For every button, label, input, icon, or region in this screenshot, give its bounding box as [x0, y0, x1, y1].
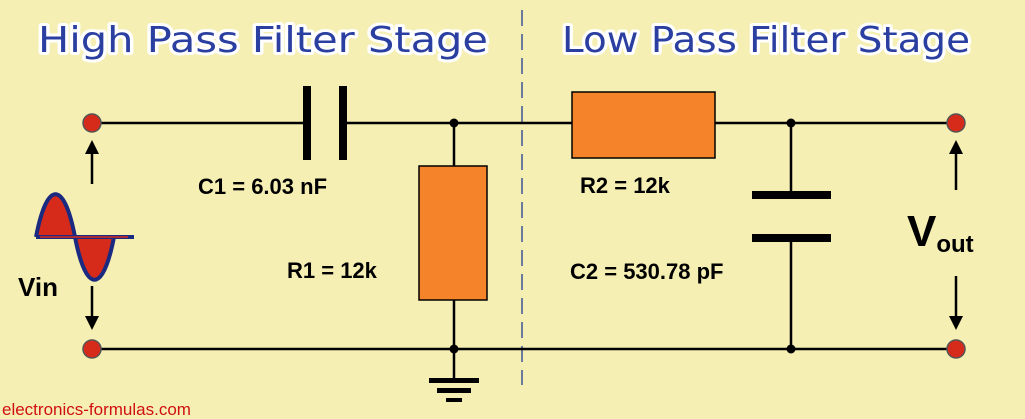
vin-label: Vin [18, 272, 58, 302]
r1-label: R1 = 12k [287, 258, 378, 283]
r2-resistor [571, 91, 716, 159]
output-terminal-top [946, 113, 966, 133]
arrow-up-icon [949, 140, 963, 154]
c2-capacitor [752, 191, 831, 242]
input-terminal-bottom [82, 339, 102, 359]
output-arrows [949, 140, 963, 330]
junction-dot [449, 118, 459, 128]
input-terminal-top [82, 113, 102, 133]
arrow-down-icon [949, 316, 963, 330]
ground-icon [429, 378, 479, 402]
junction-dot [786, 344, 796, 354]
c1-label: C1 = 6.03 nF [198, 174, 327, 199]
junction-dot [449, 344, 459, 354]
high-pass-title: High Pass Filter Stage [38, 20, 488, 61]
arrow-down-icon [85, 316, 99, 330]
vout-label: Vout [907, 207, 974, 258]
terminals [82, 113, 966, 359]
c2-label: C2 = 530.78 pF [570, 259, 723, 284]
vout-subscript: out [936, 231, 973, 258]
low-pass-title: Low Pass Filter Stage [562, 20, 970, 61]
c2-plate-bottom [752, 234, 831, 242]
c1-plate-right [339, 86, 347, 160]
arrow-up-icon [85, 140, 99, 154]
junctions [449, 118, 796, 354]
c1-plate-left [303, 86, 311, 160]
output-terminal-bottom [946, 339, 966, 359]
junction-dot [786, 118, 796, 128]
input-arrows [85, 140, 99, 330]
wires [92, 121, 956, 378]
vout-main: V [907, 207, 937, 256]
credit-link[interactable]: electronics-formulas.com [2, 400, 191, 419]
r1-resistor [418, 165, 488, 301]
c2-plate-top [752, 191, 831, 199]
c1-capacitor [303, 86, 347, 160]
r2-label: R2 = 12k [580, 173, 671, 198]
sine-wave-icon [34, 192, 134, 282]
